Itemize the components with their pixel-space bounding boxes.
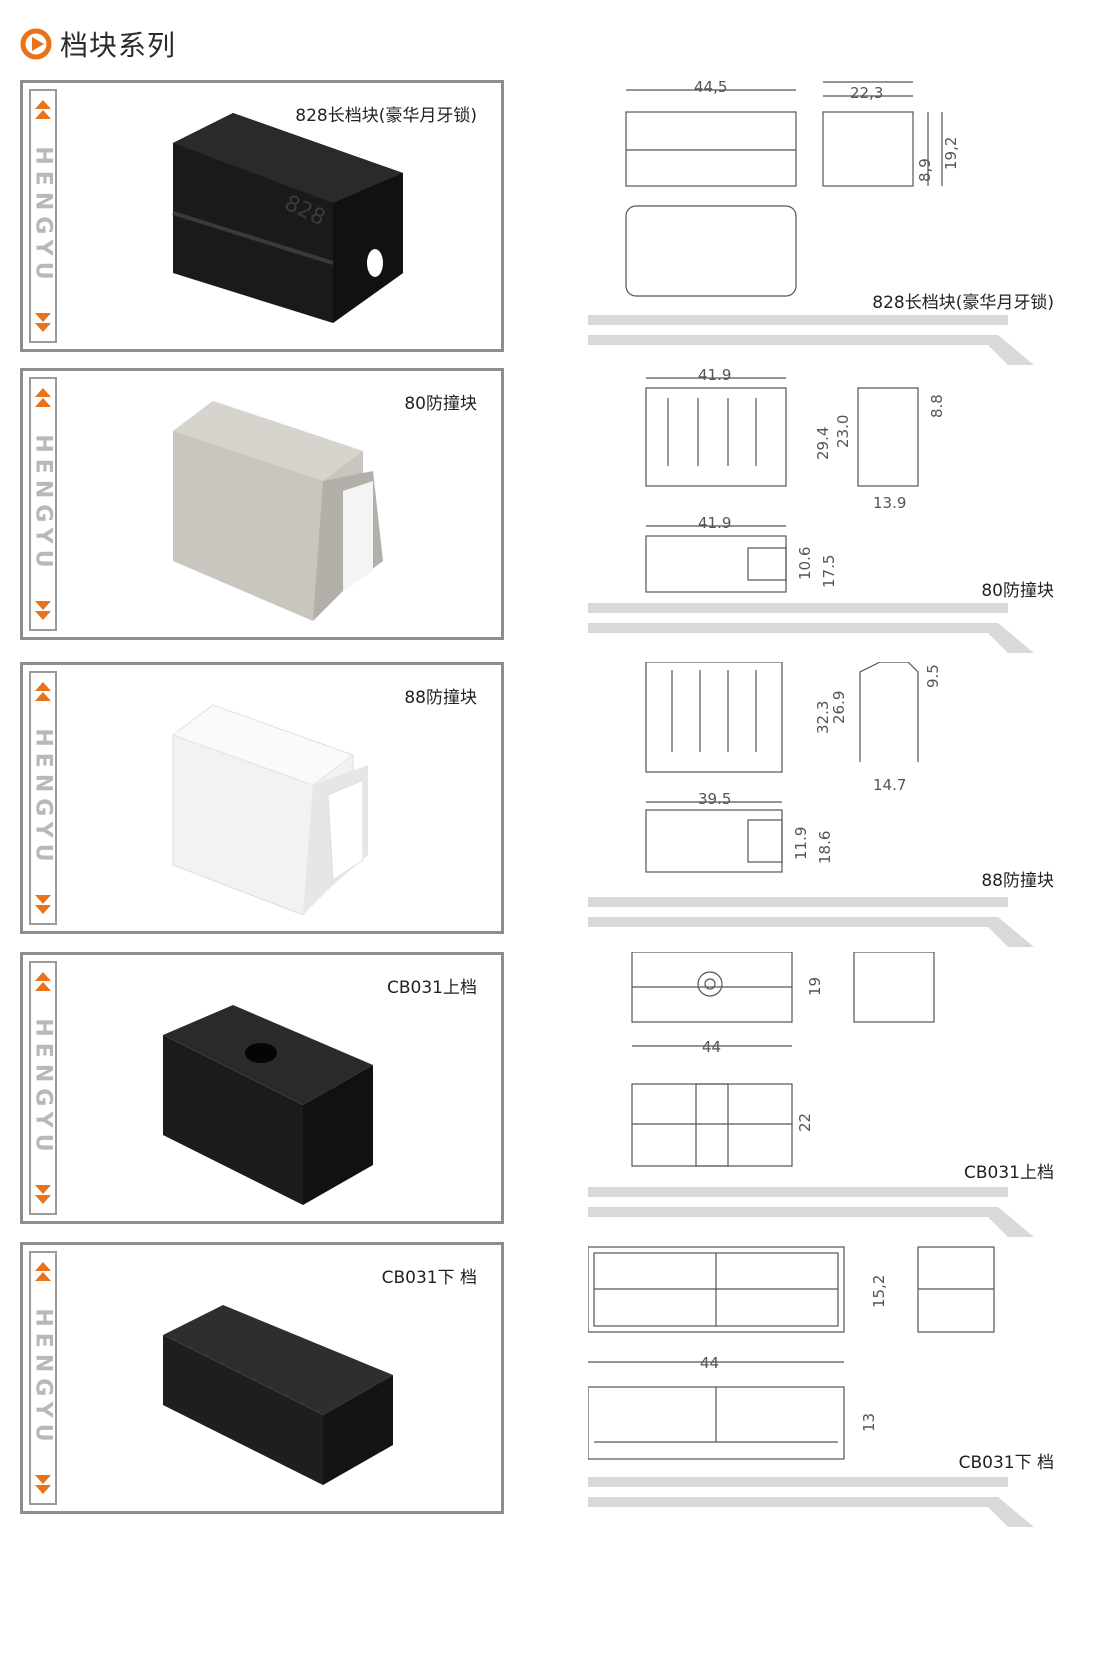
- dimension-label: 8,9: [916, 158, 934, 182]
- technical-drawing: 44,5 24 22,3 8,9 19,2: [625, 80, 960, 297]
- play-circle-logo-icon: [20, 28, 52, 60]
- brand-strip: HENGYU: [29, 671, 57, 925]
- arrow-down-icon: [35, 1475, 51, 1494]
- technical-drawing: 15,2 44 13: [588, 1246, 995, 1460]
- dimension-label: 15,2: [870, 1275, 888, 1308]
- arrow-down-icon: [35, 1185, 51, 1204]
- drawing-label: 80防撞块: [981, 581, 1054, 601]
- product-photo-panel: HENGYU CB031上档: [20, 952, 504, 1224]
- product-label: 828长档块(豪华月牙锁): [295, 106, 477, 126]
- arrow-up-icon: [35, 682, 51, 701]
- arrow-down-icon: [35, 895, 51, 914]
- dimension-label: 13.9: [873, 494, 906, 512]
- dimension-label: 11.9: [792, 827, 810, 860]
- brand-strip: HENGYU: [29, 961, 57, 1215]
- dimension-label: 39.5: [698, 790, 731, 808]
- product-photo: [173, 401, 383, 621]
- drawing-bracket: [588, 603, 1034, 653]
- drawing-label: CB031下 档: [958, 1453, 1054, 1473]
- product-label: CB031上档: [387, 978, 477, 998]
- product-label: CB031下 档: [381, 1268, 477, 1288]
- page-header: 档块系列: [20, 22, 176, 66]
- technical-drawing-panel: 32.3 26.9 9.5 14.7 39.5 11.9 18.6 88防撞块: [588, 662, 1102, 947]
- product-photo-panel: HENGYU 88防撞块: [20, 662, 504, 934]
- dimension-label: 44: [700, 1354, 719, 1372]
- dimension-label: 41.9: [698, 368, 731, 384]
- product-photo-panel: HENGYU 828长档块(豪华月牙锁) 828: [20, 80, 504, 352]
- drawing-label: CB031上档: [964, 1163, 1054, 1183]
- brand-name: HENGYU: [30, 728, 56, 868]
- dimension-label: 13: [860, 1413, 878, 1432]
- technical-drawing-panel: 15,2 44 13 CB031下 档: [588, 1242, 1102, 1527]
- arrow-up-icon: [35, 1262, 51, 1281]
- dimension-label: 17.5: [820, 555, 838, 588]
- dimension-label: 9.5: [924, 664, 942, 688]
- dimension-label: 23.0: [834, 415, 852, 448]
- product-photo: [163, 1305, 393, 1485]
- brand-strip: HENGYU: [29, 89, 57, 343]
- dimension-label: 8.8: [928, 394, 946, 418]
- arrow-up-icon: [35, 972, 51, 991]
- arrow-up-icon: [35, 388, 51, 407]
- dimension-label: 19: [806, 977, 824, 996]
- brand-name: HENGYU: [30, 434, 56, 574]
- dimension-label: 22: [796, 1113, 814, 1132]
- dimension-label: 32.3: [814, 701, 832, 734]
- dimension-label: 41.9: [698, 514, 731, 532]
- technical-drawing-panel: 19 44 22 CB031上档: [588, 952, 1102, 1237]
- technical-drawing: 32.3 26.9 9.5 14.7 39.5 11.9 18.6: [645, 662, 942, 873]
- dimension-label: 29.4: [814, 427, 832, 460]
- technical-drawing-panel: 44,5 24 22,3 8,9 19,2 828长档块(豪华月牙锁): [588, 80, 1102, 365]
- drawing-label: 828长档块(豪华月牙锁): [872, 293, 1054, 313]
- dimension-label: 18.6: [816, 831, 834, 864]
- arrow-down-icon: [35, 601, 51, 620]
- product-photo-panel: HENGYU 80防撞块: [20, 368, 504, 640]
- brand-name: HENGYU: [30, 146, 56, 286]
- product-photo: [163, 1005, 373, 1205]
- drawing-bracket: [588, 315, 1034, 365]
- brand-name: HENGYU: [30, 1308, 56, 1448]
- dimension-label: 26.9: [830, 691, 848, 724]
- brand-strip: HENGYU: [29, 1251, 57, 1505]
- brand-strip: HENGYU: [29, 377, 57, 631]
- dimension-label: 22,3: [850, 84, 883, 102]
- drawing-bracket: [588, 897, 1034, 947]
- product-label: 88防撞块: [404, 688, 477, 708]
- technical-drawing: 41.9 29.4 23.0 8.8 13.9 41.9 10.6 17.5: [645, 368, 946, 593]
- product-label: 80防撞块: [404, 394, 477, 414]
- brand-name: HENGYU: [30, 1018, 56, 1158]
- dimension-label: 14.7: [873, 776, 906, 794]
- page-title: 档块系列: [60, 29, 177, 62]
- dimension-label: 44: [702, 1038, 721, 1056]
- drawing-bracket: [588, 1477, 1034, 1527]
- drawing-bracket: [588, 1187, 1034, 1237]
- arrow-up-icon: [35, 100, 51, 119]
- drawing-label: 88防撞块: [981, 871, 1054, 891]
- technical-drawing: 19 44 22: [631, 952, 935, 1167]
- product-photo-panel: HENGYU CB031下 档: [20, 1242, 504, 1514]
- dimension-label: 24: [858, 80, 877, 84]
- product-photo: [171, 704, 368, 916]
- product-photo: 828: [172, 113, 403, 323]
- dimension-label: 19,2: [942, 137, 960, 170]
- arrow-down-icon: [35, 313, 51, 332]
- technical-drawing-panel: 41.9 29.4 23.0 8.8 13.9 41.9 10.6 17.5 8…: [588, 368, 1102, 653]
- dimension-label: 10.6: [796, 547, 814, 580]
- dimension-label: 44,5: [694, 80, 727, 96]
